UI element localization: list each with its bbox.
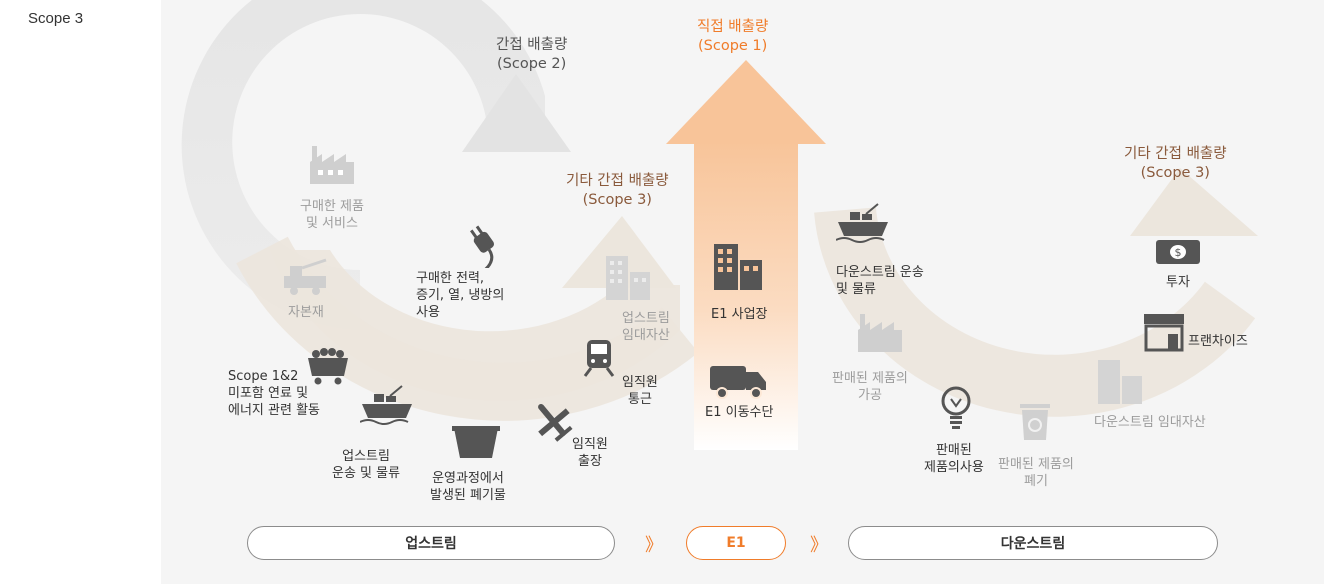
storefront-icon (1144, 314, 1184, 352)
airplane-icon (538, 403, 573, 442)
lightbulb-icon (941, 386, 971, 429)
downstream-arrowhead (1130, 168, 1258, 236)
chevron-icon-left: 》 (645, 535, 663, 556)
purchased-power-line3: 사용 (416, 305, 440, 320)
truck-icon (710, 366, 766, 399)
scope3-down-title: 기타 간접 배출량 (1124, 146, 1227, 162)
crane-truck-icon (284, 258, 327, 295)
product-use-label: 판매된 제품의사용 (924, 442, 984, 476)
svg-text:$: $ (1175, 246, 1182, 259)
train-icon (583, 340, 615, 377)
building-icon-downstream (1098, 360, 1142, 404)
scope1-sub: (Scope 1) (697, 38, 768, 54)
scope1-heading: 직접 배출량 (Scope 1) (697, 18, 768, 56)
upstream-arc-outer (236, 236, 699, 421)
commuting-label: 임직원 통근 (622, 374, 658, 408)
processing-label: 판매된 제품의 가공 (832, 370, 908, 404)
waste-container-icon (452, 426, 500, 458)
building-icon-upstream (606, 256, 650, 300)
scope3-down-sub: (Scope 3) (1140, 165, 1210, 181)
factory-icon (310, 146, 354, 184)
fuel-energy-line2: 미포함 연료 및 (228, 386, 309, 401)
downstream-transport-label: 다운스트림 운송 및 물류 (836, 264, 924, 298)
scope2-heading: 간접 배출량 (Scope 2) (496, 36, 567, 74)
upstream-pill: 업스트림 (247, 526, 615, 560)
sidebar-label: Scope 3 (28, 10, 84, 27)
downstream-transport-line1: 다운스트림 운송 (836, 265, 924, 280)
upstream-leased-line1: 업스트림 (622, 311, 670, 326)
purchased-goods-line1: 구매한 제품 (300, 199, 364, 214)
capital-goods-label: 자본재 (288, 305, 324, 320)
upstream-leased-line2: 임대자산 (622, 328, 670, 343)
purchased-goods-line2: 및 서비스 (305, 216, 358, 231)
factory-icon-downstream (858, 314, 902, 352)
scope2-sub: (Scope 2) (496, 56, 567, 72)
chevron-icon-right: 》 (810, 535, 828, 556)
cargo-ship-icon (360, 385, 412, 425)
scope2-title: 간접 배출량 (496, 37, 568, 53)
business-travel-label: 임직원 출장 (572, 436, 608, 470)
end-of-life-label: 판매된 제품의 폐기 (998, 456, 1074, 490)
commuting-line1: 임직원 (622, 375, 658, 390)
e1-vehicles-label: E1 이동수단 (705, 405, 774, 420)
scope1-title: 직접 배출량 (697, 19, 769, 35)
scope2-arrowhead (462, 74, 571, 152)
upstream-transport-label: 업스트림 운송 및 물류 (332, 448, 400, 482)
coal-cart-icon (308, 348, 348, 385)
e1-sites-label: E1 사업장 (711, 307, 768, 322)
investment-label: 투자 (1166, 275, 1190, 290)
scope3-down-heading: 기타 간접 배출량 (Scope 3) (1124, 145, 1227, 183)
fuel-energy-line1: Scope 1&2 (228, 369, 299, 384)
cargo-ship-icon-downstream (836, 203, 888, 243)
downstream-pill: 다운스트림 (848, 526, 1218, 560)
product-use-line2: 제품의사용 (924, 460, 984, 475)
processing-line1: 판매된 제품의 (832, 371, 908, 386)
e1-pill: E1 (686, 526, 786, 560)
plug-icon (470, 225, 495, 268)
business-travel-line1: 임직원 (572, 437, 608, 452)
money-icon: $ (1156, 240, 1200, 264)
building-icon-e1 (714, 244, 762, 290)
purchased-goods-label: 구매한 제품 및 서비스 (300, 198, 364, 232)
scope3-up-title: 기타 간접 배출량 (566, 173, 669, 189)
end-of-life-line1: 판매된 제품의 (998, 457, 1074, 472)
downstream-leased-label: 다운스트림 임대자산 (1094, 415, 1206, 430)
scope1-arrow-shaft (694, 140, 798, 450)
purchased-power-line2: 증기, 열, 냉방의 (416, 288, 505, 303)
fuel-energy-label: Scope 1&2 미포함 연료 및 에너지 관련 활동 (228, 368, 320, 419)
business-travel-line2: 출장 (577, 454, 602, 469)
commuting-line2: 통근 (627, 392, 652, 407)
scope3-up-sub: (Scope 3) (582, 192, 652, 208)
downstream-transport-line2: 및 물류 (836, 282, 877, 297)
waste-label: 운영과정에서 발생된 폐기물 (430, 470, 506, 504)
waste-line1: 운영과정에서 (432, 471, 504, 486)
scope1-arrowhead (666, 60, 826, 144)
purchased-power-line1: 구매한 전력, (416, 271, 485, 286)
scope3-up-heading: 기타 간접 배출량 (Scope 3) (566, 172, 669, 210)
fuel-energy-line3: 에너지 관련 활동 (228, 403, 320, 418)
product-use-line1: 판매된 (935, 443, 972, 458)
upstream-leased-label: 업스트림 임대자산 (622, 310, 670, 344)
waste-line2: 발생된 폐기물 (430, 488, 506, 503)
end-of-life-line2: 폐기 (1023, 474, 1048, 489)
processing-line2: 가공 (857, 388, 882, 403)
upstream-transport-line2: 운송 및 물류 (332, 466, 401, 481)
upstream-transport-line1: 업스트림 (342, 449, 390, 464)
recycle-bin-icon (1020, 404, 1050, 440)
purchased-power-label: 구매한 전력, 증기, 열, 냉방의 사용 (416, 270, 504, 321)
franchise-label: 프랜차이즈 (1188, 334, 1248, 349)
sidebar: Scope 3 (0, 0, 161, 584)
upstream-arrowhead (562, 216, 676, 288)
